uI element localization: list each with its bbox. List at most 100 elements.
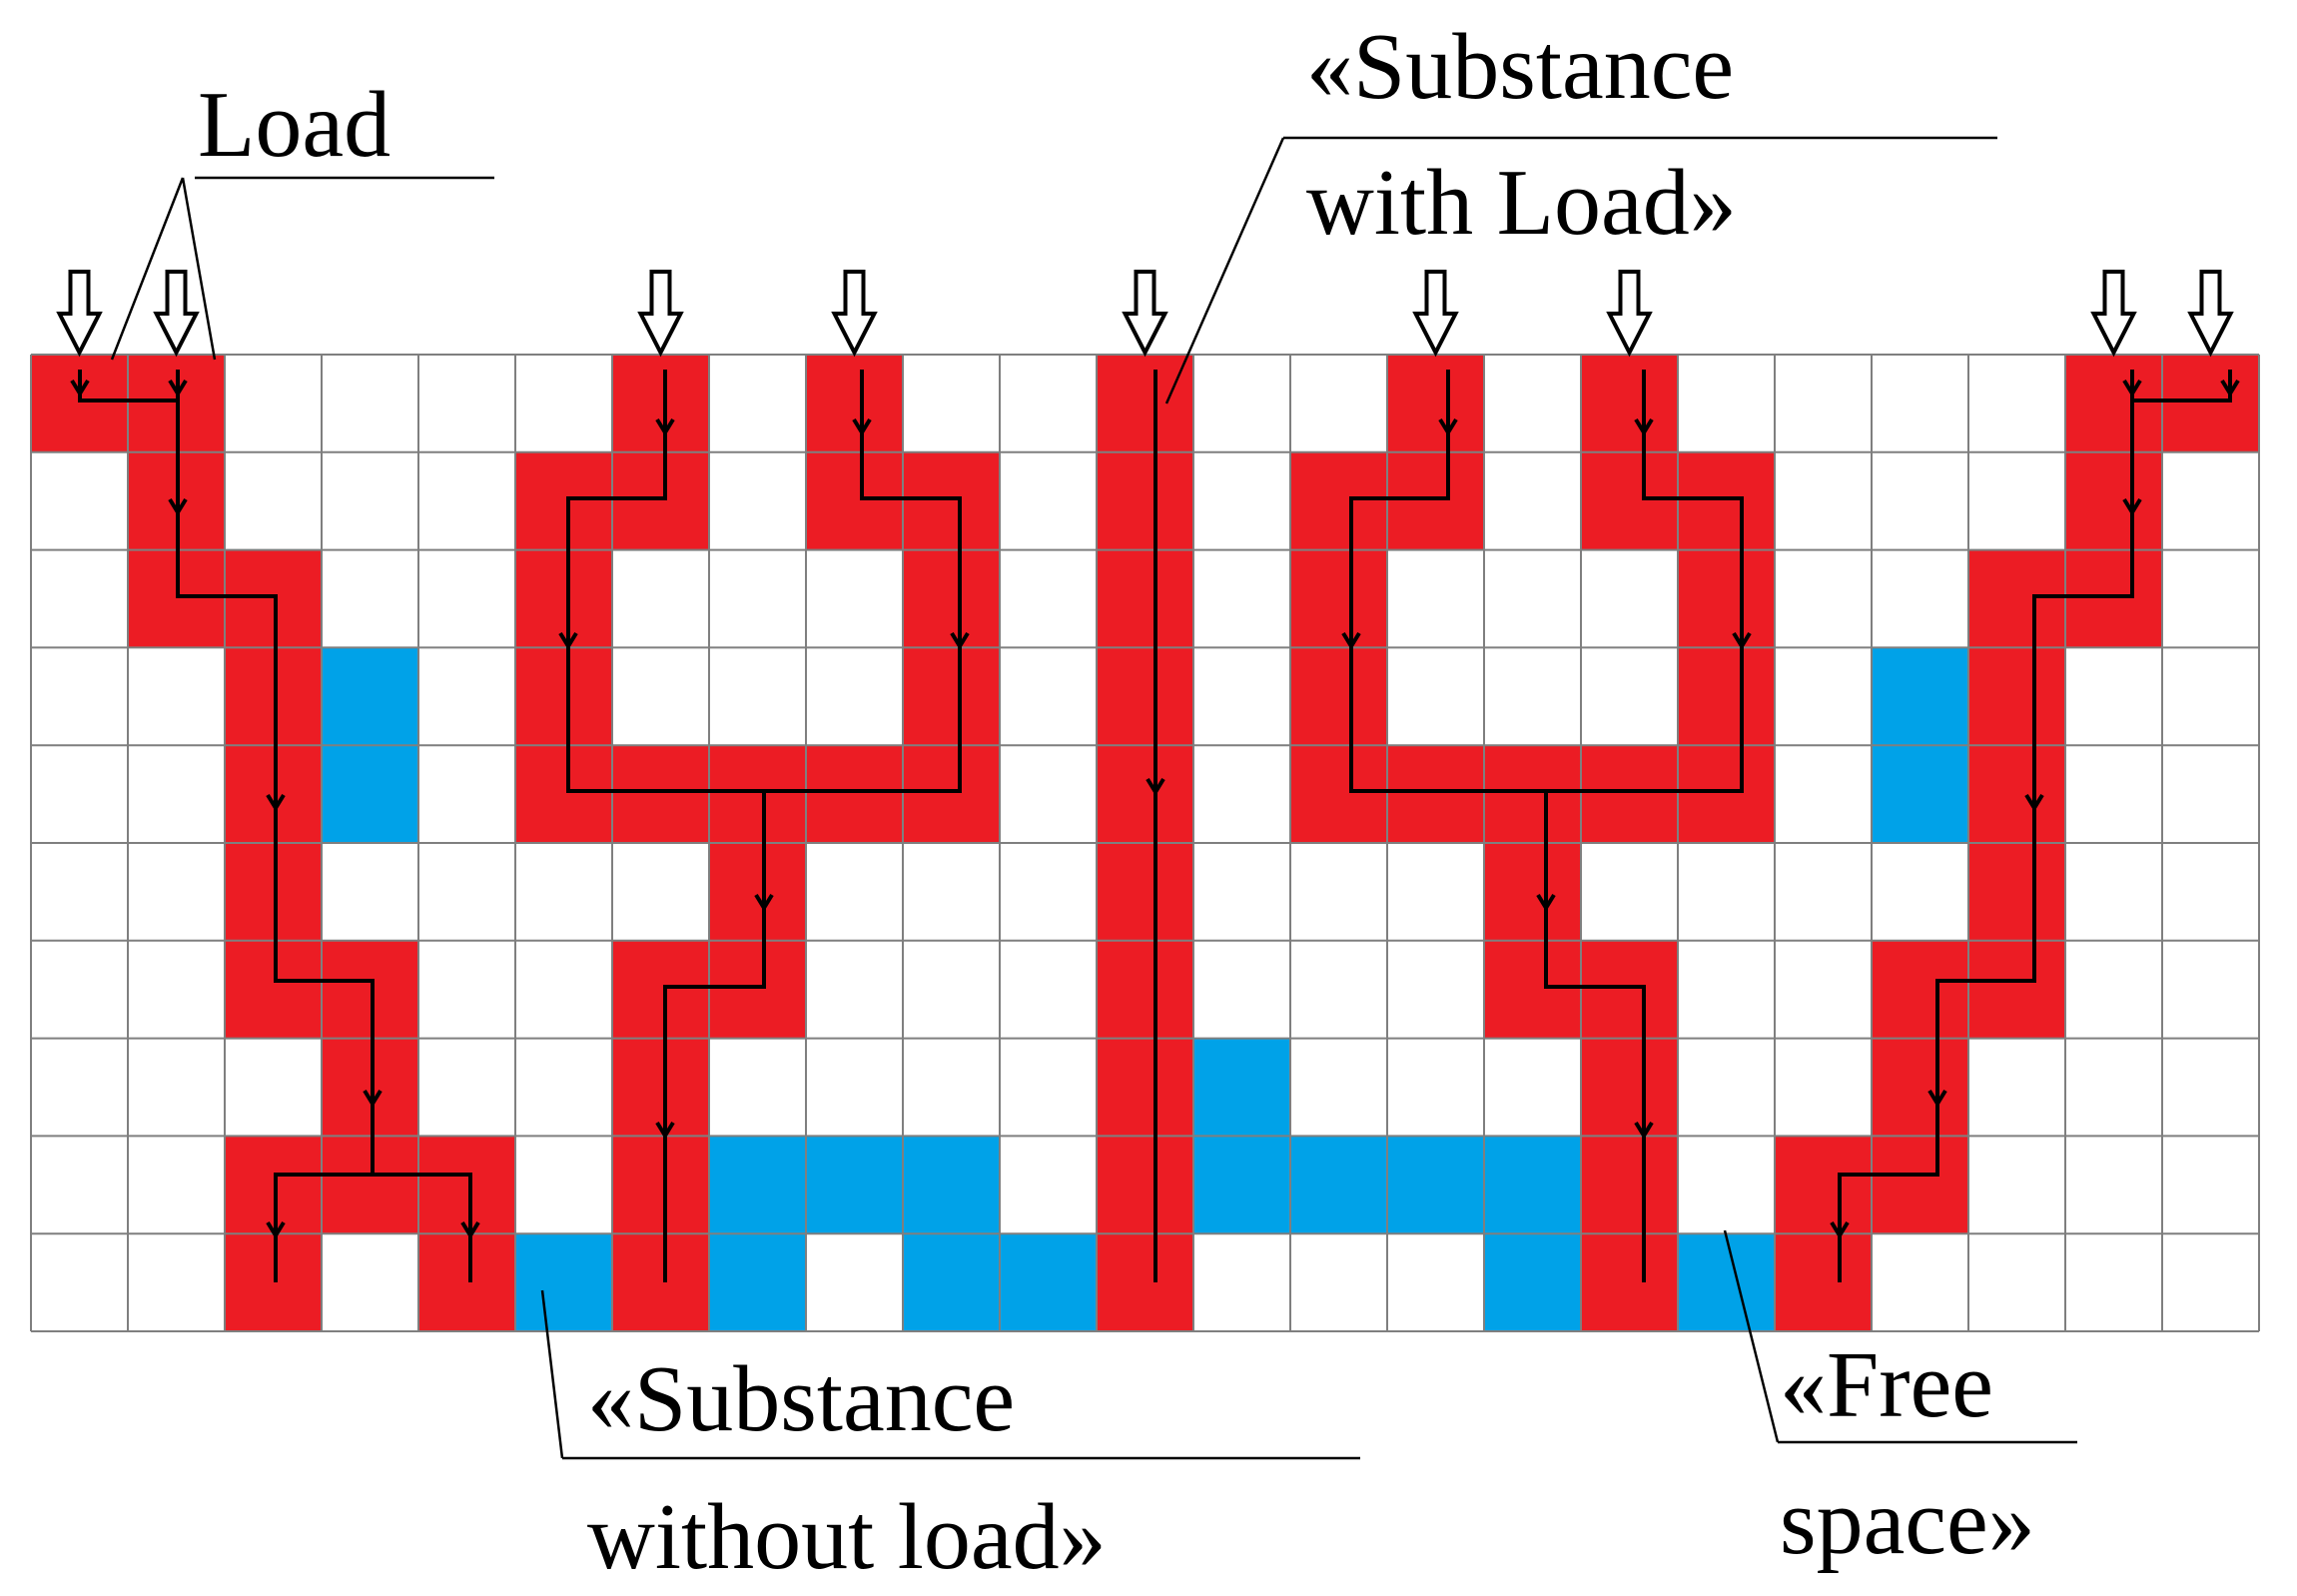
- substance-without-load-cell: [1193, 1136, 1291, 1234]
- substance-with-load-cell: [225, 1136, 323, 1234]
- substance-with-load-cell: [1872, 940, 1969, 1040]
- flow-arrowhead: [1536, 893, 1556, 912]
- without-load-leader-line: [540, 1289, 564, 1459]
- flow-arrowhead: [950, 631, 970, 650]
- substance-with-load-cell: [612, 1136, 710, 1234]
- substance-with-load-cell: [1678, 745, 1776, 844]
- load-arrow-icon: [1606, 270, 1653, 358]
- substance-with-load-cell: [1968, 549, 2066, 648]
- substance-without-load-cell: [1000, 1233, 1098, 1332]
- substance-with-load-cell: [1581, 940, 1679, 1040]
- substance-with-load-cell: [1968, 745, 2066, 844]
- substance-with-load-cell: [903, 549, 1001, 648]
- flow-path: [373, 1173, 472, 1282]
- substance-without-load-cell: [903, 1233, 1001, 1332]
- substance-with-load-cell: [2065, 355, 2163, 453]
- load-arrow-icon: [56, 270, 103, 358]
- flow-arrowhead: [2122, 497, 2142, 516]
- substance-with-load-cell: [1097, 451, 1194, 551]
- free-space-leader-line: [1723, 1229, 1780, 1443]
- substance-without-load-cell: [806, 1136, 904, 1234]
- substance-with-load-cell: [225, 1233, 323, 1332]
- substance-with-load-cell: [2162, 355, 2260, 453]
- substance-with-load-cell: [612, 1038, 710, 1137]
- substance-without-load-cell: [903, 1136, 1001, 1234]
- substance-with-load-cell: [515, 549, 613, 648]
- substance-with-load-cell: [709, 940, 807, 1040]
- substance-with-load-cell: [515, 451, 613, 551]
- substance-without-load-cell: [1678, 1233, 1776, 1332]
- substance-without-load-cell: [1193, 1038, 1291, 1137]
- flow-path: [1838, 370, 2134, 1282]
- substance-with-load-cell: [612, 355, 710, 453]
- flow-arrowhead: [266, 793, 286, 812]
- substance-with-load-cell: [2065, 451, 2163, 551]
- load-arrow-icon: [153, 270, 200, 358]
- substance-with-load-cell: [1097, 843, 1194, 942]
- substance-without-load-cell: [1872, 647, 1969, 746]
- load-arrow-icon: [1122, 270, 1168, 358]
- substance-with-load-cell: [1581, 355, 1679, 453]
- substance-with-load-cell: [1678, 451, 1776, 551]
- substance-without-load-cell: [1872, 745, 1969, 844]
- substance-with-load-cell: [1097, 940, 1194, 1040]
- substance-with-load-cell: [1097, 647, 1194, 746]
- substance-with-load-cell: [322, 940, 419, 1040]
- substance-without-load-cell: [1290, 1136, 1388, 1234]
- flow-arrowhead: [1634, 1121, 1654, 1140]
- flow-arrowhead: [2024, 793, 2044, 812]
- substance-with-load-cell: [612, 745, 710, 844]
- substance-with-load-cell: [1097, 1136, 1194, 1234]
- substance-with-load-cell: [31, 355, 129, 453]
- flow-path: [176, 370, 375, 1175]
- flow-arrowhead: [460, 1220, 480, 1239]
- substance-with-load-label-line2: with Load»: [1306, 151, 1737, 255]
- substance-without-load-label-line1: «Substance: [587, 1347, 1015, 1451]
- load-arrow-icon: [637, 270, 684, 358]
- substance-with-load-cell: [1775, 1136, 1873, 1234]
- substance-with-load-cell: [1581, 1136, 1679, 1234]
- substance-with-load-cell: [1581, 451, 1679, 551]
- substance-with-load-cell: [1484, 940, 1582, 1040]
- substance-with-load-cell: [225, 647, 323, 746]
- flow-arrowhead: [1438, 417, 1458, 436]
- substance-with-load-cell: [1097, 355, 1194, 453]
- substance-with-load-cell: [1581, 745, 1679, 844]
- substance-with-load-cell: [1097, 745, 1194, 844]
- substance-with-load-cell: [806, 745, 904, 844]
- flow-path: [764, 370, 962, 793]
- flow-arrowhead: [1732, 631, 1752, 650]
- flow-arrowhead: [2220, 379, 2240, 398]
- substance-with-load-cell: [225, 940, 323, 1040]
- substance-with-load-cell: [709, 843, 807, 942]
- substance-with-load-cell: [1387, 355, 1485, 453]
- free-space-label-line2: space»: [1780, 1470, 2035, 1574]
- flow-path: [274, 1173, 373, 1282]
- flow-arrowhead: [655, 1121, 675, 1140]
- flow-path: [566, 370, 764, 793]
- flow-arrowhead: [754, 893, 774, 912]
- substance-with-load-cell: [1097, 549, 1194, 648]
- substance-with-load-cell: [1387, 451, 1485, 551]
- flow-path: [2132, 370, 2232, 402]
- substance-with-load-cell: [1387, 745, 1485, 844]
- substance-with-load-cell: [225, 745, 323, 844]
- substance-with-load-cell: [2065, 549, 2163, 648]
- substance-with-load-cell: [322, 1038, 419, 1137]
- substance-with-load-cell: [322, 1136, 419, 1234]
- flow-arrowhead: [168, 379, 188, 398]
- substance-with-load-cell: [418, 1233, 516, 1332]
- load-arrow-icon: [1412, 270, 1459, 358]
- load-arrow-icon: [2187, 270, 2234, 358]
- substance-with-load-cell: [1581, 1233, 1679, 1332]
- flow-arrowhead: [558, 631, 578, 650]
- substance-with-load-cell: [1968, 940, 2066, 1040]
- flow-arrowhead: [70, 379, 90, 398]
- substance-with-load-cell: [806, 451, 904, 551]
- substance-without-load-cell: [515, 1233, 613, 1332]
- substance-with-load-cell: [1968, 647, 2066, 746]
- substance-with-load-label-line1: «Substance: [1306, 15, 1734, 119]
- flow-arrowhead: [1341, 631, 1361, 650]
- load-label: Load: [198, 73, 390, 177]
